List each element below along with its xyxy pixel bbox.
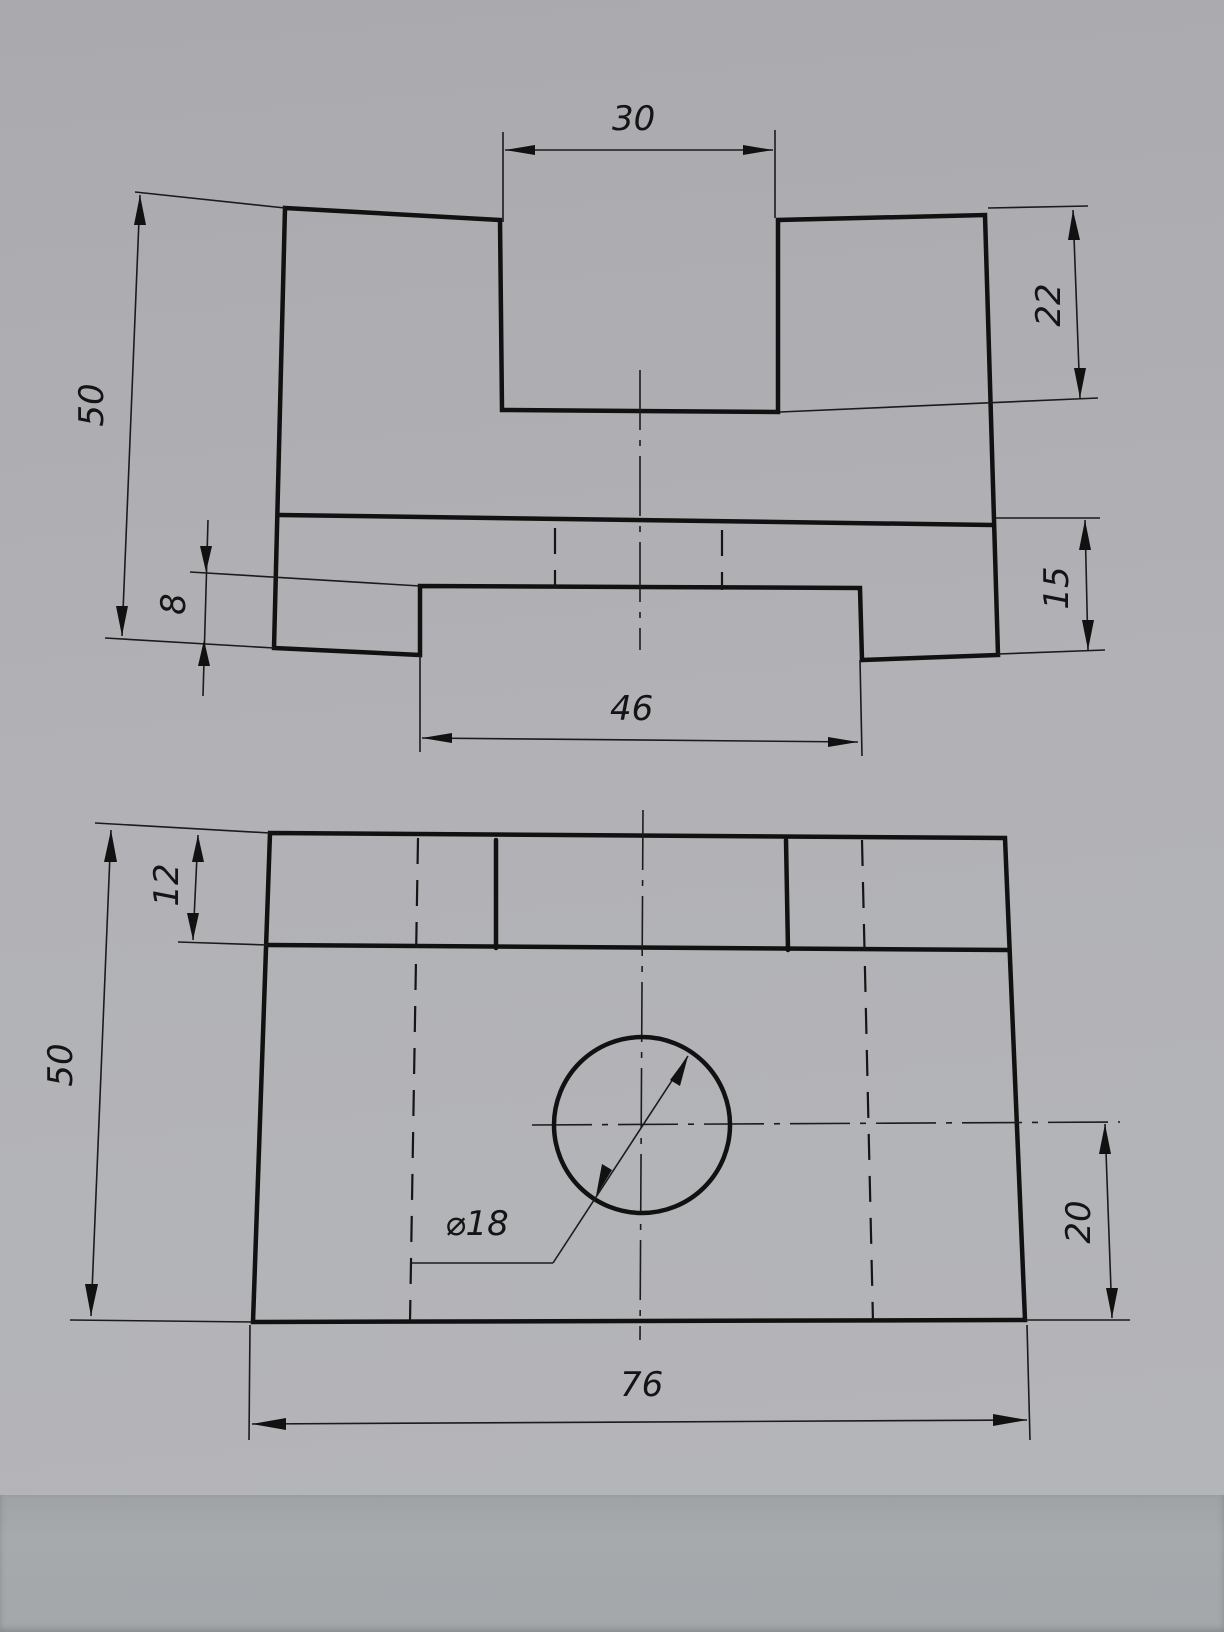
dim-slot-depth: 22 (1029, 283, 1069, 326)
front-view-outline (250, 830, 1028, 1325)
dim-overall-height-front: 50 (41, 1043, 81, 1086)
dim-top-band-height: 12 (147, 863, 187, 906)
front-view-hidden-right (860, 839, 875, 1323)
front-view-centerline-horizontal (531, 1121, 1121, 1126)
front-view: 12 50 20 ⌀18 76 (41, 809, 1130, 1441)
dim-tab-depth: 8 (154, 593, 194, 615)
dim-hole-diameter: ⌀18 (445, 1204, 509, 1244)
top-view-step-line (277, 512, 995, 528)
front-view-hidden-left (408, 837, 420, 1323)
front-view-slot-right (783, 837, 791, 953)
dim-overall-depth-top: 50 (72, 383, 112, 426)
table-surface (0, 1495, 1224, 1632)
dim-tab-width: 46 (610, 689, 653, 729)
dim-overall-width: 76 (620, 1365, 663, 1405)
top-view: 30 22 50 8 15 46 (72, 99, 1106, 757)
front-view-band-line (265, 942, 1011, 953)
dim-slot-width: 30 (612, 99, 655, 139)
dim-hole-center-height: 20 (1059, 1200, 1099, 1243)
dim-step-depth: 15 (1037, 566, 1077, 609)
top-view-outline (271, 205, 1001, 663)
front-view-centerline-vertical (639, 809, 644, 1341)
front-view-hole (551, 1034, 733, 1216)
